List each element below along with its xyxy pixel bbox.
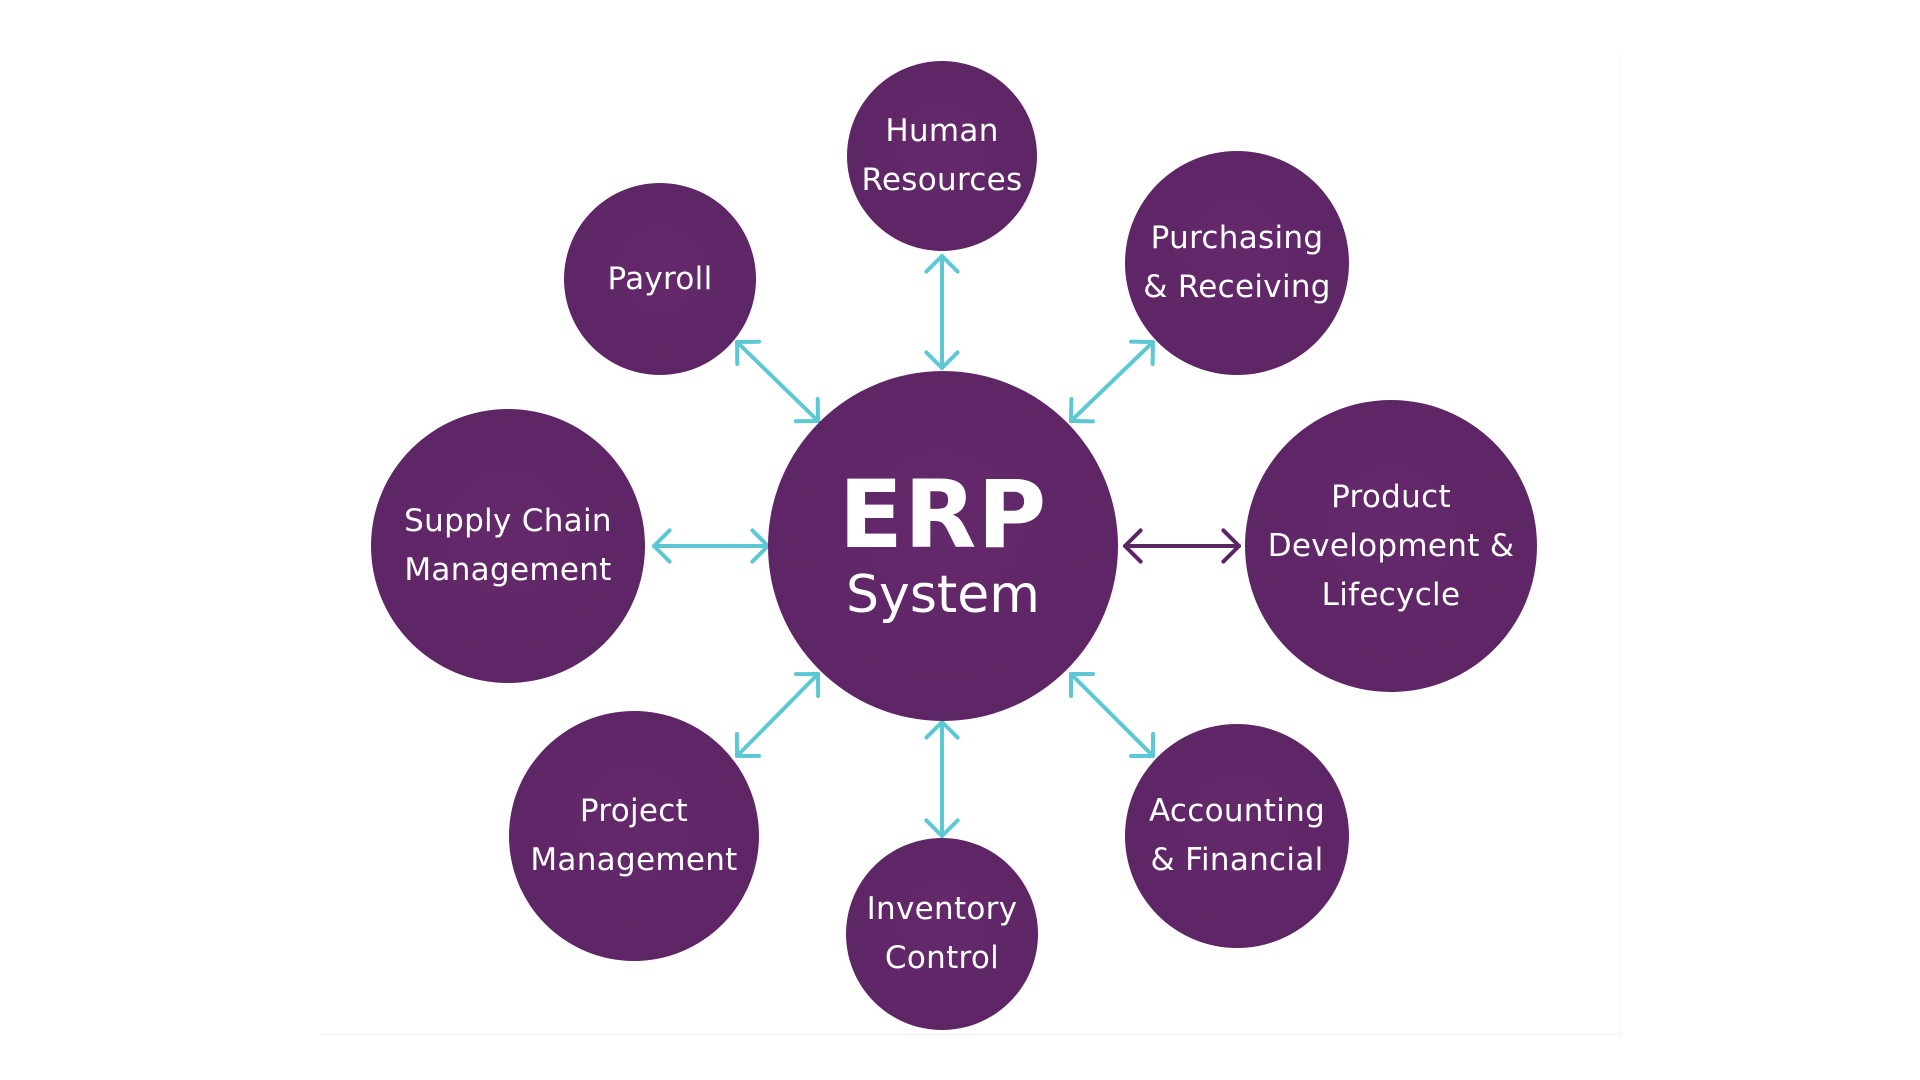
module-label-line: Supply Chain xyxy=(404,503,612,539)
connector-arrow-purchasing-receiving xyxy=(1069,339,1155,424)
connector-arrow-accounting-financial xyxy=(1069,672,1155,758)
module-label-line: Management xyxy=(404,552,612,588)
module-label-line: Project xyxy=(579,793,689,829)
erp-system-hub: ERP System xyxy=(768,371,1118,721)
module-label-line: & Receiving xyxy=(1143,269,1331,305)
module-label-line: & Financial xyxy=(1150,842,1324,878)
module-label-line: Payroll xyxy=(607,260,713,297)
module-label-line: Purchasing xyxy=(1150,220,1324,256)
module-label-line: Resources xyxy=(861,162,1023,198)
erp-subtitle: System xyxy=(846,565,1040,625)
connector-arrow-inventory-control xyxy=(924,720,960,838)
connector-arrow-product-development-lifecycle xyxy=(1123,528,1241,564)
module-label-line: Accounting xyxy=(1148,793,1326,829)
connector-arrow-supply-chain-management xyxy=(652,528,770,564)
connector-arrow-project-management xyxy=(734,672,821,758)
module-label-line: Development & xyxy=(1267,527,1515,564)
module-label-line: Product xyxy=(1331,478,1451,515)
connector-arrow-human-resources xyxy=(924,254,960,370)
connector-arrow-payroll xyxy=(735,339,820,424)
module-label-line: Inventory xyxy=(866,891,1018,927)
module-label-line: Management xyxy=(530,842,738,878)
module-label-line: Human xyxy=(885,113,999,149)
module-payroll: Payroll xyxy=(564,183,756,375)
erp-title: ERP xyxy=(838,461,1048,570)
module-accounting-financial: Accounting & Financial xyxy=(1125,724,1349,948)
frame-line-right xyxy=(1620,55,1621,1035)
module-label-line: Control xyxy=(884,940,1000,976)
module-label-line: Lifecycle xyxy=(1321,576,1461,613)
module-purchasing-receiving: Purchasing & Receiving xyxy=(1125,151,1349,375)
frame-line-bottom xyxy=(320,1034,1620,1035)
